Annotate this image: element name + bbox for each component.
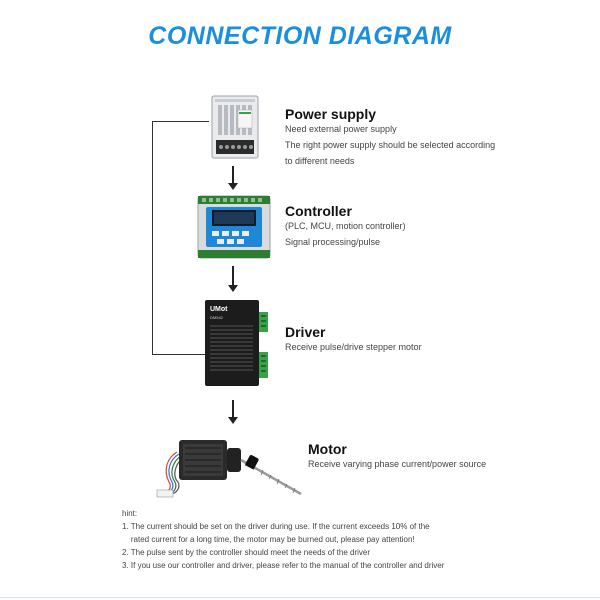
driver-brand-label: UMot (210, 306, 228, 313)
hint-line: 2. The pulse sent by the controller shou… (122, 548, 370, 557)
motor-title: Motor (308, 441, 347, 457)
flow-arrow (228, 400, 238, 424)
hint-line: 1. The current should be set on the driv… (122, 522, 430, 531)
power-supply-line: The right power supply should be selecte… (285, 140, 496, 150)
controller-line: (PLC, MCU, motion controller) (285, 221, 406, 231)
flow-arrow (228, 266, 238, 292)
controller-image (197, 195, 271, 259)
driver-line: Receive pulse/drive stepper motor (285, 342, 422, 352)
driver-image: UMot DM542 (205, 300, 268, 386)
controller-title: Controller (285, 203, 352, 219)
power-supply-image (211, 95, 259, 159)
diagram-title: CONNECTION DIAGRAM (148, 22, 452, 50)
flow-arrow (228, 166, 238, 190)
power-supply-line: to different needs (285, 156, 355, 166)
controller-line: Signal processing/pulse (285, 237, 381, 247)
hint-heading: hint: (122, 509, 138, 518)
bottom-divider (0, 597, 600, 598)
power-supply-title: Power supply (285, 106, 377, 122)
power-supply-line: Need external power supply (285, 124, 397, 134)
motor-line: Receive varying phase current/power sour… (308, 459, 487, 469)
feedback-bracket-line (152, 121, 209, 355)
driver-title: Driver (285, 324, 326, 340)
hint-line: rated current for a long time, the motor… (122, 535, 415, 544)
motor-image (156, 440, 302, 498)
driver-model-label: DM542 (210, 315, 224, 320)
hint-line: 3. If you use our controller and driver,… (122, 561, 445, 570)
